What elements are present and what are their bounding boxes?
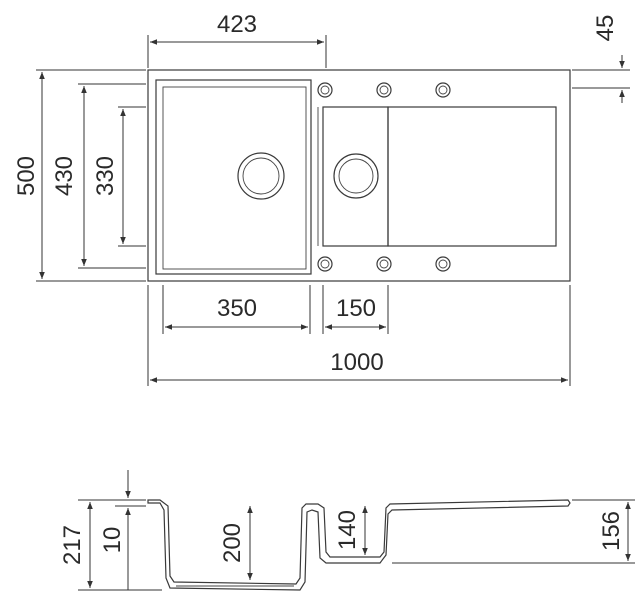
side-profile [147, 499, 571, 591]
dim-1000-label: 1000 [330, 349, 383, 376]
dim-10-label: 10 [99, 527, 126, 554]
dim-330-label: 330 [92, 156, 119, 196]
drainer-board [387, 106, 557, 247]
dim-430-label: 430 [51, 156, 78, 196]
dim-140-label: 140 [334, 510, 361, 550]
main-bowl [155, 79, 312, 275]
sink-outline [147, 69, 571, 282]
tap-hole-icon [317, 82, 333, 98]
dim-500-label: 500 [13, 156, 40, 196]
dim-45-label: 45 [592, 15, 619, 42]
top-view: 423 45 500 430 330 350 150 [13, 11, 630, 386]
dim-217-label: 217 [59, 525, 86, 565]
dim-423-label: 423 [217, 11, 257, 38]
main-drain-inner [242, 157, 280, 195]
dim-350-label: 350 [217, 295, 257, 322]
dim-200-label: 200 [219, 523, 246, 563]
dim-156-label: 156 [598, 511, 625, 551]
tap-holes [317, 82, 451, 272]
tap-hole-icon [435, 256, 451, 272]
tap-hole-icon [376, 82, 392, 98]
side-view: 217 10 200 140 156 [59, 470, 635, 591]
small-drain-inner [338, 158, 374, 194]
tap-hole-icon [376, 256, 392, 272]
small-drain-icon [333, 153, 379, 199]
tap-hole-icon [317, 256, 333, 272]
tap-hole-icon [435, 82, 451, 98]
main-drain-icon [237, 152, 285, 200]
dim-150-label: 150 [336, 295, 376, 322]
main-bowl-inner [162, 86, 307, 270]
